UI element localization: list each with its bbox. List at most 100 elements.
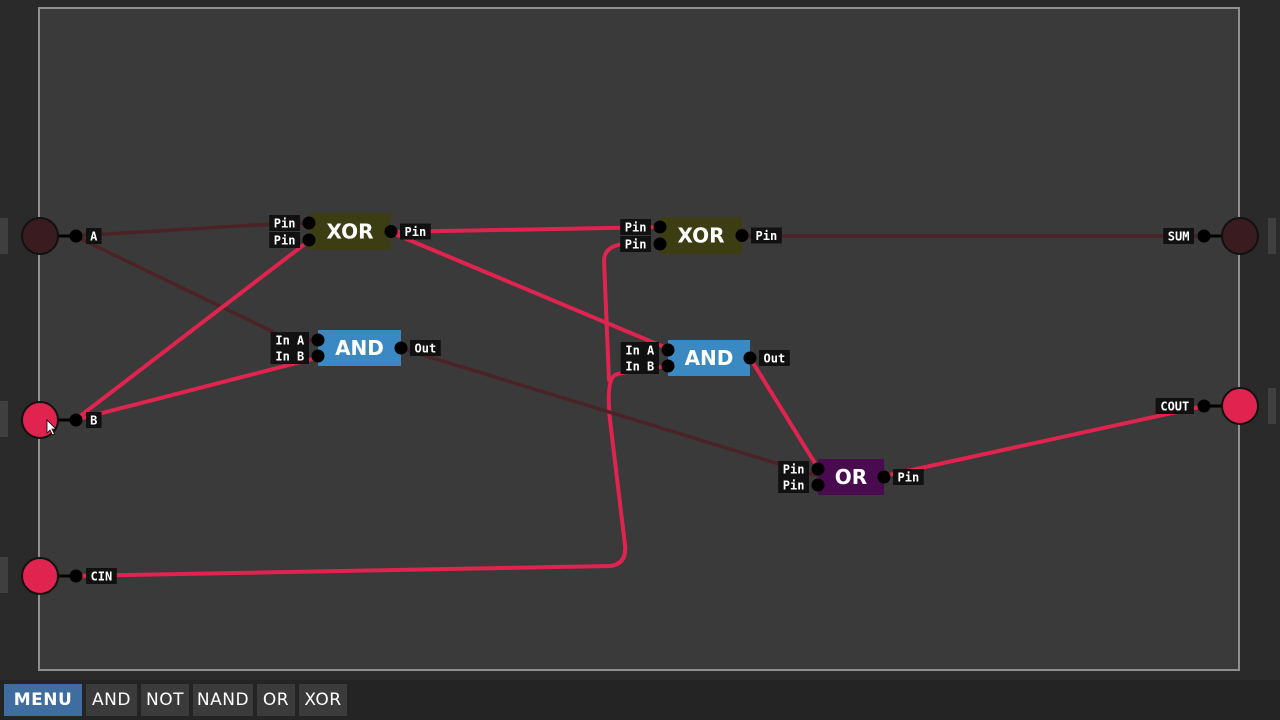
chip-input-label-text: Pin bbox=[274, 234, 296, 248]
input-a[interactable]: A bbox=[21, 217, 102, 255]
chip-input-label-text: In B bbox=[275, 350, 304, 364]
input-label-text: CIN bbox=[91, 570, 113, 584]
chip-input-pin[interactable] bbox=[653, 237, 667, 251]
right-edge-tab-1[interactable] bbox=[1268, 218, 1276, 254]
chip-output-label-text: Pin bbox=[898, 471, 920, 485]
chip-body[interactable] bbox=[309, 213, 391, 250]
chip-input-pin[interactable] bbox=[811, 478, 825, 492]
wire-or-cout[interactable] bbox=[882, 404, 1206, 478]
mouse-cursor-icon bbox=[46, 419, 57, 436]
chip-output-label-text: Pin bbox=[405, 225, 427, 239]
chip-output-pin[interactable] bbox=[735, 229, 749, 242]
io-layer: A B CIN SUM COUT bbox=[21, 217, 1259, 595]
chip-input-label-text: In A bbox=[625, 344, 655, 358]
right-edge-tab-2[interactable] bbox=[1268, 388, 1276, 424]
chip-body[interactable] bbox=[668, 340, 750, 376]
chip-output-label: Out bbox=[410, 340, 441, 356]
output-cout[interactable]: COUT bbox=[1155, 387, 1259, 425]
input-label: CIN bbox=[86, 568, 117, 584]
input-toggle[interactable] bbox=[21, 557, 59, 595]
chip-input-label: Pin bbox=[620, 219, 651, 235]
chip-input-pin[interactable] bbox=[302, 233, 316, 247]
output-pin[interactable] bbox=[1197, 399, 1211, 413]
wire-and1-or[interactable] bbox=[398, 346, 820, 478]
chip-nand-button[interactable]: NAND bbox=[193, 684, 253, 716]
left-edge-tab-3[interactable] bbox=[0, 557, 8, 593]
chip-input-label-text: Pin bbox=[274, 217, 296, 231]
chip-input-pin[interactable] bbox=[311, 333, 325, 347]
chip-input-pin[interactable] bbox=[811, 462, 825, 476]
wire-and2-or[interactable] bbox=[748, 356, 820, 470]
chip-input-label: Pin bbox=[269, 232, 300, 248]
wire-b-and1[interactable] bbox=[73, 355, 322, 422]
chip-body[interactable] bbox=[660, 217, 742, 254]
chip-name: OR bbox=[835, 465, 867, 489]
left-edge-tab-1[interactable] bbox=[0, 218, 8, 254]
chip-input-label-text: Pin bbox=[625, 221, 647, 235]
input-pin[interactable] bbox=[69, 569, 83, 583]
chip-output-label-text: Out bbox=[415, 342, 437, 356]
chip-input-pin[interactable] bbox=[661, 359, 675, 373]
chip-input-pin[interactable] bbox=[302, 216, 316, 230]
chip-input-label-text: Pin bbox=[625, 238, 647, 252]
input-toggle[interactable] bbox=[21, 217, 59, 255]
input-label: B bbox=[86, 412, 102, 428]
chip-and1[interactable]: AND In A In B Out bbox=[270, 330, 441, 366]
chip-output-label-text: Out bbox=[764, 352, 786, 366]
wire-xor1-and2[interactable] bbox=[388, 230, 671, 351]
circuit-board[interactable] bbox=[38, 7, 1240, 671]
output-label: COUT bbox=[1155, 398, 1194, 414]
chip-input-label-text: In A bbox=[275, 334, 305, 348]
wire-xor1-xor2[interactable] bbox=[388, 225, 662, 234]
chip-output-pin[interactable] bbox=[394, 341, 408, 355]
chip-input-label-text: In B bbox=[625, 360, 654, 374]
menu-button[interactable]: MENU bbox=[4, 684, 82, 716]
input-label-text: A bbox=[90, 230, 98, 244]
chip-output-label: Pin bbox=[400, 223, 431, 240]
chip-not-button[interactable]: NOT bbox=[141, 684, 189, 716]
chip-output-pin[interactable] bbox=[384, 225, 398, 238]
chip-output-pin[interactable] bbox=[743, 351, 757, 365]
wire-b-xor1[interactable] bbox=[73, 238, 312, 422]
chip-name: AND bbox=[335, 336, 384, 360]
chip-xor-button[interactable]: XOR bbox=[299, 684, 347, 716]
output-pin[interactable] bbox=[1197, 229, 1211, 243]
output-sum[interactable]: SUM bbox=[1163, 217, 1259, 255]
chip-body[interactable] bbox=[818, 459, 884, 495]
chip-output-pin[interactable] bbox=[877, 470, 891, 484]
left-edge-tab-2[interactable] bbox=[0, 401, 8, 437]
output-indicator bbox=[1221, 217, 1259, 255]
chip-input-label: Pin bbox=[269, 215, 300, 231]
input-pin[interactable] bbox=[69, 413, 83, 427]
chip-input-label-text: Pin bbox=[783, 463, 805, 477]
chip-input-pin[interactable] bbox=[653, 220, 667, 234]
chip-input-pin[interactable] bbox=[661, 343, 675, 357]
output-indicator bbox=[1221, 387, 1259, 425]
chip-input-label: In B bbox=[620, 358, 659, 374]
chip-name: XOR bbox=[326, 220, 373, 244]
input-label: A bbox=[86, 228, 102, 244]
wires-layer bbox=[73, 221, 1206, 578]
chip-input-label: Pin bbox=[620, 236, 651, 252]
chip-output-label: Pin bbox=[751, 227, 782, 244]
output-label-text: SUM bbox=[1168, 230, 1190, 244]
chip-input-pin[interactable] bbox=[311, 349, 325, 363]
input-cin[interactable]: CIN bbox=[21, 557, 117, 595]
bottom-toolbar: MENU AND NOT NAND OR XOR bbox=[0, 680, 1280, 720]
chip-and-button[interactable]: AND bbox=[86, 684, 137, 716]
chip-or-button[interactable]: OR bbox=[257, 684, 295, 716]
input-pin[interactable] bbox=[69, 229, 83, 243]
output-label: SUM bbox=[1163, 228, 1194, 244]
input-label-text: B bbox=[90, 414, 97, 428]
chip-input-label: In A bbox=[270, 332, 309, 348]
chip-output-label: Pin bbox=[893, 469, 924, 485]
chip-input-label: In B bbox=[270, 348, 309, 364]
chip-input-label: Pin bbox=[778, 461, 809, 477]
chip-body[interactable] bbox=[318, 330, 401, 366]
